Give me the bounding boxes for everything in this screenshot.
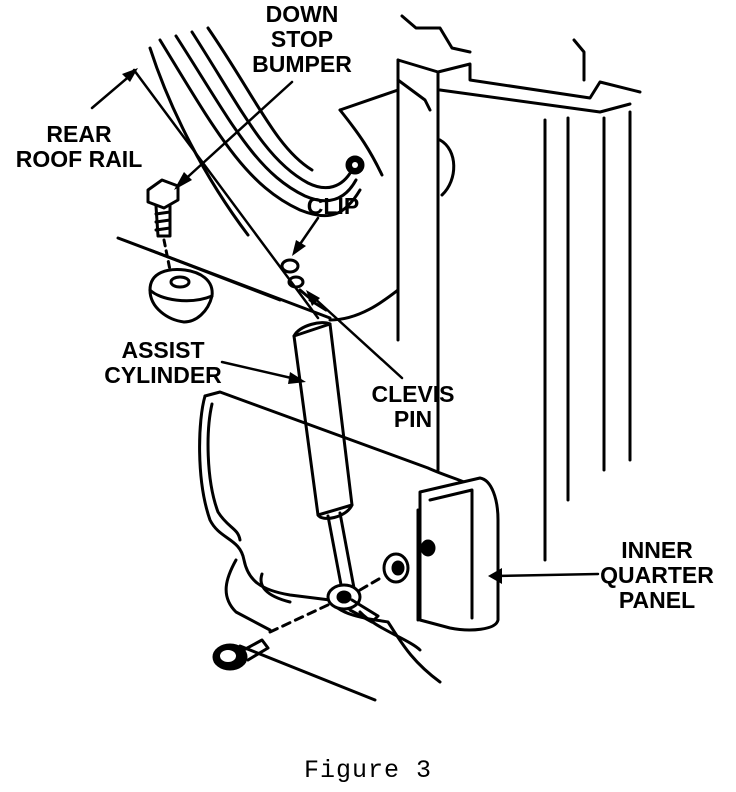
label-line: QUARTER [600,562,714,588]
arrowhead-inner-quarter-panel [488,568,502,584]
door-frame [396,14,642,562]
down-stop-bumper-part [148,268,214,324]
label-line: BUMPER [252,51,352,77]
label-line: DOWN [265,1,339,27]
arrow-rear-roof-rail [90,72,134,110]
roof-frame-lines [148,26,362,237]
clevis-pin-part [212,539,436,671]
label-line: CLEVIS [371,381,455,407]
hinge-bracket [328,88,456,322]
label-line: ASSIST [121,337,205,363]
label-line: INNER [621,537,693,563]
label-line: STOP [270,26,334,52]
leader-lines [90,68,600,584]
label-inner-quarter-panel: INNER QUARTER PANEL [596,538,718,613]
arrow-down-stop-bumper [178,80,294,186]
arrow-inner-quarter-panel [492,572,600,578]
label-line: PANEL [618,587,696,613]
label-line: CLIP [306,193,360,219]
label-rear-roof-rail: REAR ROOF RAIL [0,122,158,172]
assist-cylinder-part [292,298,356,592]
label-line: ROOF RAIL [15,146,143,172]
arrowhead-down-stop-bumper [174,172,192,190]
label-line: REAR [46,121,112,147]
label-clip: CLIP [300,194,366,219]
roof-rail-line-2 [148,248,282,302]
label-line: CYLINDER [104,362,222,388]
arrow-clevis-pin [310,294,404,380]
bumper-bolt [146,178,180,272]
label-down-stop-bumper: DOWN STOP BUMPER [244,2,360,77]
arrowhead-clevis-pin [306,290,320,306]
arrowhead-assist-cylinder [288,372,306,384]
label-line: PIN [393,406,433,432]
label-assist-cylinder: ASSIST CYLINDER [102,338,224,388]
arrow-assist-cylinder [220,360,302,382]
label-clevis-pin: CLEVIS PIN [356,382,470,432]
arrowhead-clip [292,240,306,256]
figure-caption: Figure 3 [303,756,433,785]
quarter-panel-outline [198,390,500,702]
